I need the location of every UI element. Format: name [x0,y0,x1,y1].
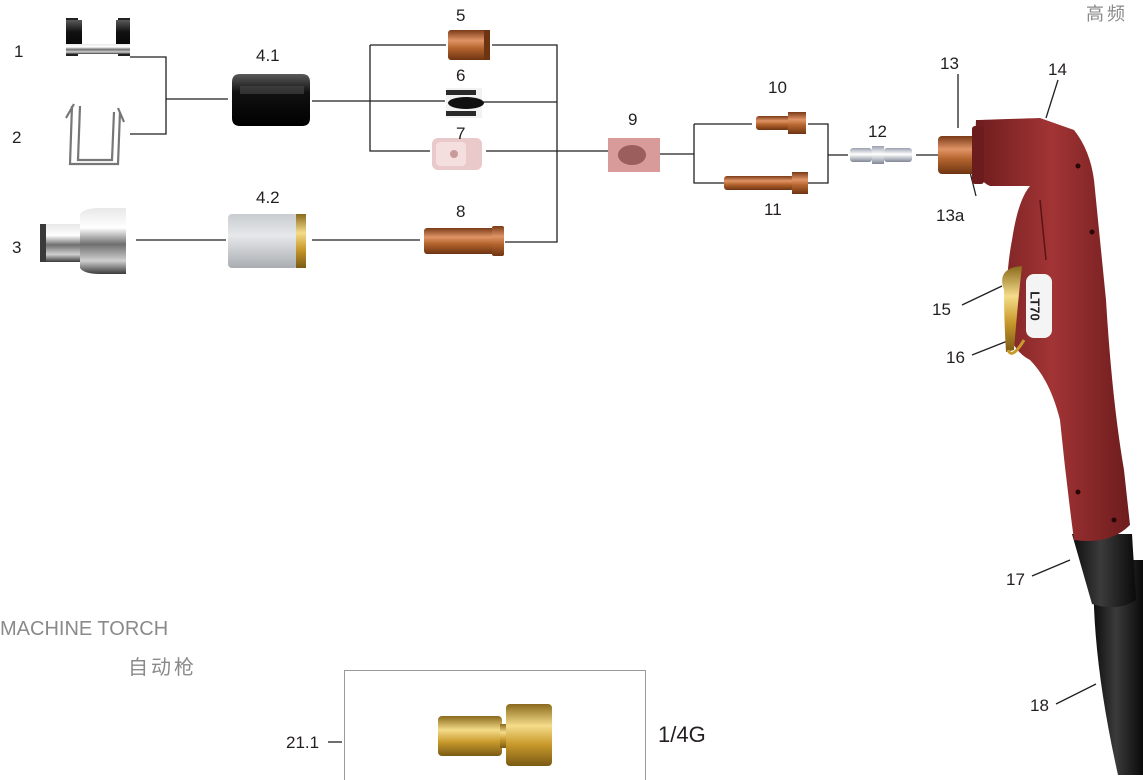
part-label-1: 1 [14,42,23,62]
part-label-11: 11 [764,200,782,220]
part-label-4-2: 4.2 [256,188,280,208]
part-8-copper-tip [424,226,504,256]
adapter-thread-label: 1/4G [658,722,706,748]
part-label-10: 10 [768,78,787,98]
part-10-electrode [756,112,806,134]
part-9-swirl-ring [608,138,660,172]
part-2-spring-clip [66,104,124,164]
torch [938,118,1143,775]
part-label-12: 12 [868,122,887,142]
part-3-chrome-adapter [40,208,126,274]
part-label-3: 3 [12,238,21,258]
machine-torch-heading: MACHINE TORCH [0,618,168,641]
part-12-connector [850,146,912,164]
part-label-16: 16 [946,348,965,368]
part-5-copper-part [448,30,490,60]
torch-model-marking: LT70 [1025,291,1045,320]
part-label-9: 9 [628,110,637,130]
part-label-13: 13 [940,54,959,74]
part-label-6: 6 [456,66,465,86]
part-label-5: 5 [456,6,465,26]
part-label-21-1: 21.1 [286,733,319,753]
corner-heading: 高频 [1086,0,1128,26]
part-label-7: 7 [456,124,465,144]
part-label-8: 8 [456,202,465,222]
machine-torch-heading-cn: 自动枪 [128,651,197,680]
part-17-strain-relief [1072,534,1136,607]
part-label-4-1: 4.1 [256,46,280,66]
adapter-frame [344,670,646,780]
part-6-swirl-ring [446,88,484,118]
part-11-electrode [724,172,808,194]
part-label-2: 2 [12,128,21,148]
part-label-17: 17 [1006,570,1025,590]
part-label-13a: 13a [936,206,964,226]
part-1-shield [66,18,130,56]
part-label-15: 15 [932,300,951,320]
part-label-18: 18 [1030,696,1049,716]
part-label-14: 14 [1048,60,1067,80]
part-4-2-ceramic-cup [228,214,306,268]
part-4-1-retaining-cup [232,74,310,126]
